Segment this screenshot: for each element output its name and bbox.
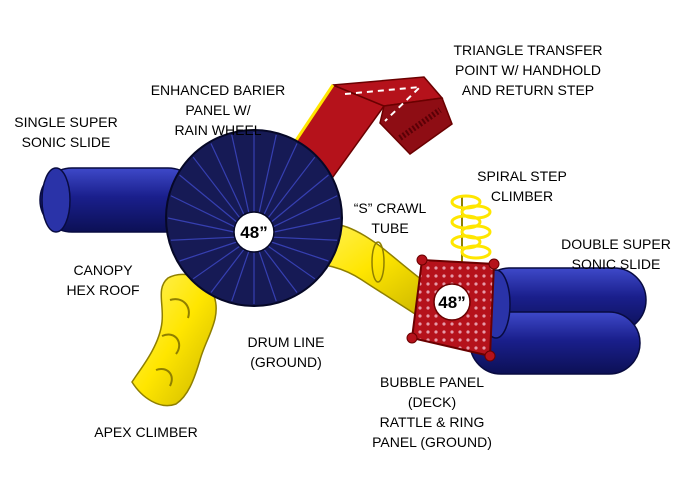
roof-rib — [210, 143, 245, 215]
roof-rib — [179, 174, 238, 223]
roof-rib — [271, 241, 329, 262]
apex-climber — [131, 273, 217, 407]
roof-rib — [258, 134, 277, 213]
roof-rib — [273, 195, 338, 228]
roof-rib — [167, 217, 235, 233]
roof-rib — [267, 156, 316, 219]
roof-rib — [192, 156, 241, 219]
roof-rib — [263, 143, 298, 215]
double-super-sonic-slide — [469, 267, 647, 375]
roof-rib — [267, 245, 316, 280]
spiral-step — [460, 244, 492, 260]
roof-rib — [210, 248, 245, 293]
roof-rib — [258, 251, 277, 302]
bubble-panel-deck: 48” — [406, 254, 500, 362]
roof-rib — [273, 236, 338, 241]
label-apex-climber: APEX CLIMBER — [94, 424, 198, 440]
roof-rib — [170, 236, 235, 241]
roof-rib — [231, 134, 250, 213]
roof-rib — [270, 174, 329, 223]
label-drum-line: DRUM LINE(GROUND) — [247, 334, 325, 370]
roof-rib — [179, 241, 237, 262]
spiral-step-climber — [450, 194, 492, 262]
left-deck-height: 48” — [240, 223, 267, 242]
roof-rib — [192, 245, 241, 280]
roof-rib — [273, 217, 341, 233]
roof-rib — [263, 248, 298, 293]
roof-rib — [231, 251, 250, 302]
canopy-hex-roof: 48” — [165, 129, 343, 307]
right-deck-height: 48” — [438, 293, 465, 312]
roof-rib — [170, 195, 235, 228]
